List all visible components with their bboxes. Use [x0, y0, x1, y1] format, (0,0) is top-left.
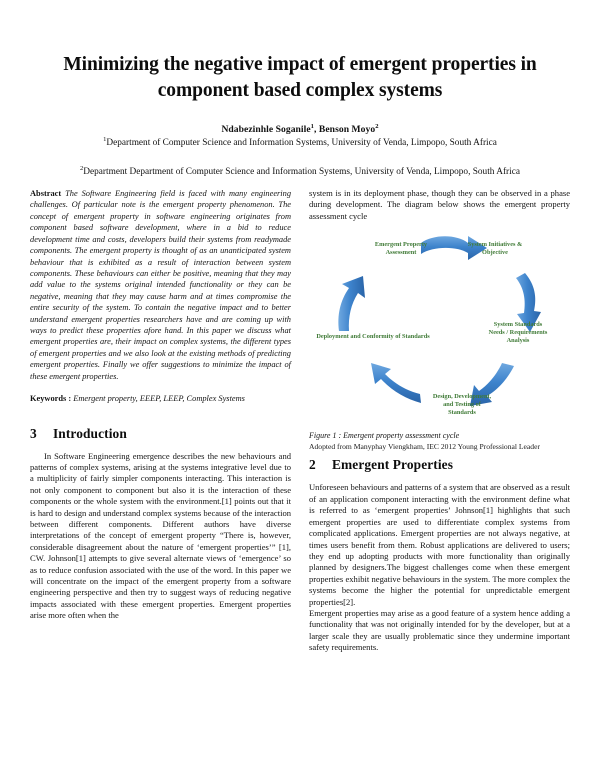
arrow-bottom-right-down: [470, 363, 514, 407]
affiliation-2: 2Department Department of Computer Scien…: [46, 164, 554, 179]
section-title-introduction: Introduction: [53, 425, 127, 441]
figure-caption: Figure 1 : Emergent property assessment …: [309, 431, 570, 441]
abstract-text: The Software Engineering field is faced …: [30, 189, 292, 381]
figure-caption-text: Emergent property assessment cycle: [343, 431, 460, 441]
cycle-label-deployment-conformity: Deployment and Conformity of Standards: [316, 333, 430, 341]
left-column: Abstract The Software Engineering field …: [30, 188, 291, 654]
two-column-body: Abstract The Software Engineering field …: [0, 188, 600, 654]
section-number-emergent-properties: 2: [309, 457, 316, 473]
affiliation-2-text: Department Department of Computer Scienc…: [83, 166, 520, 177]
arrow-left-up: [338, 276, 365, 332]
affiliation-1-sup: 1: [103, 136, 107, 144]
keywords-text: Emergent property, EEEP, LEEP, Complex S…: [73, 394, 245, 404]
section-title-emergent-properties: Emergent Properties: [332, 457, 454, 473]
author-sup-2: 2: [375, 123, 379, 131]
abstract-label: Abstract: [30, 189, 62, 198]
cycle-diagram-svg: [338, 236, 541, 407]
abstract-paragraph: Abstract The Software Engineering field …: [30, 188, 291, 382]
right-column: system is in its deployment phase, thoug…: [309, 188, 570, 654]
section-number-introduction: 3: [30, 425, 37, 441]
arrow-right-down: [516, 273, 541, 333]
emergent-properties-paragraph-2: Emergent properties may arise as a good …: [309, 607, 570, 653]
page-title: Minimizing the negative impact of emerge…: [63, 54, 537, 102]
arrow-bottom-left-up: [371, 363, 421, 404]
keywords-paragraph: Keywords : Emergent property, EEEP, LEEP…: [30, 393, 291, 404]
arrow-top-right: [421, 236, 487, 261]
affiliation-2-sup: 2: [80, 164, 84, 172]
introduction-paragraph-1: In Software Engineering emergence descri…: [30, 450, 291, 621]
section-heading-emergent-properties: 2 Emergent Properties: [309, 457, 570, 473]
cycle-label-system-initiatives: System Initiatives & Objective: [467, 241, 523, 257]
figure-caption-label: Figure 1 :: [309, 431, 342, 441]
keywords-label: Keywords :: [30, 394, 72, 404]
title-block: Minimizing the negative impact of emerge…: [0, 0, 600, 178]
author-primary: Ndabezinhle Soganile: [221, 124, 311, 136]
continued-paragraph: system is in its deployment phase, thoug…: [309, 188, 570, 221]
figure-source: Adopted from Manyphay Viengkham, IEC 201…: [309, 441, 540, 451]
figure-1-emergent-property-cycle: Emergent Property Assessment System Init…: [309, 233, 570, 429]
cycle-label-system-standards: System Standards Needs / Requirements An…: [488, 321, 548, 345]
author-secondary: , Benson Moyo: [314, 124, 376, 136]
affiliation-1-text: Department of Computer Science and Infor…: [106, 138, 497, 149]
author-list: Ndabezinhle Soganile1, Benson Moyo2: [46, 123, 554, 136]
cycle-label-emergent-property-assessment: Emergent Property Assessment: [374, 241, 428, 257]
author-sup-1: 1: [310, 123, 315, 131]
cycle-label-design-development: Design, Development, and Testing of Stan…: [432, 393, 492, 417]
emergent-properties-paragraph-1: Unforeseen behaviours and patterns of a …: [309, 482, 570, 607]
affiliation-1: 1Department of Computer Science and Info…: [46, 136, 554, 150]
section-heading-introduction: 3 Introduction: [30, 426, 291, 442]
